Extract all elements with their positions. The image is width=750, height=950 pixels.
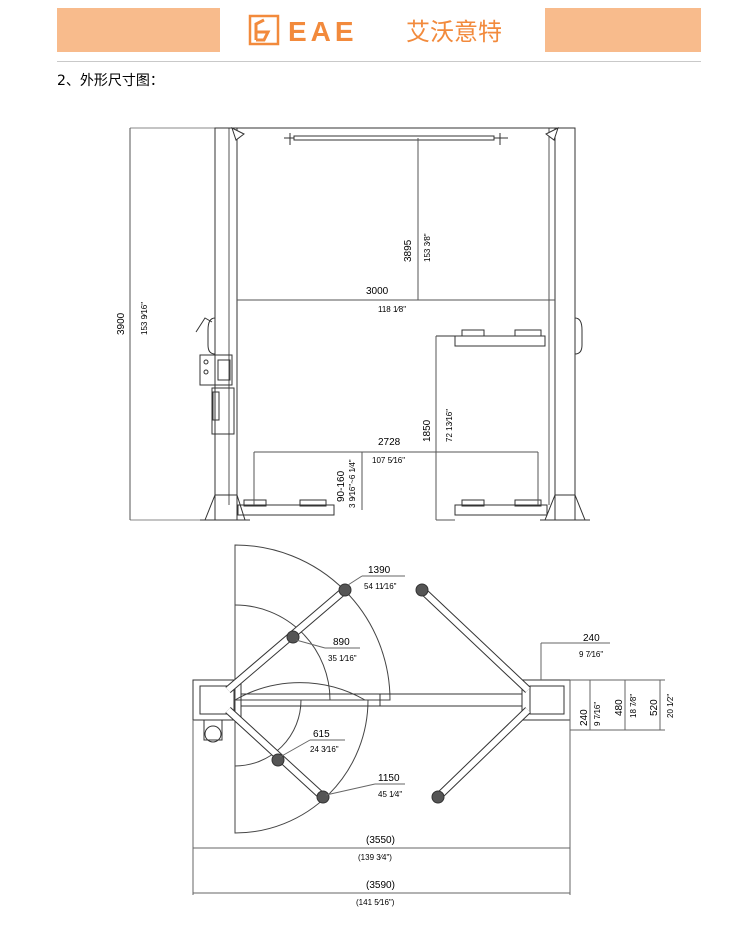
- top-crossbeam: [240, 693, 523, 707]
- label-arm-mid: 890: [333, 637, 350, 648]
- brand-cn: 艾沃意特: [406, 19, 502, 46]
- label-lift-height-in: 72 13⁄16": [445, 409, 454, 442]
- header-accent-left: [57, 8, 220, 52]
- label-width-outer: 3000: [366, 286, 389, 297]
- arm-raised-right: [454, 335, 546, 347]
- label-base-depth: 480: [614, 699, 625, 716]
- arm-upper-left: [225, 583, 352, 694]
- label-post-width-in: 9 7⁄16": [579, 650, 603, 659]
- label-base-total-in: 20 1⁄2": [666, 694, 675, 718]
- label-pad-height-in: 3 9⁄16"~6 1⁄4": [348, 459, 357, 508]
- label-width-inner-in: 107 5⁄16": [372, 456, 405, 465]
- label-height-clear-in: 153 3⁄8": [423, 233, 432, 262]
- label-height-clear: 3895: [403, 239, 414, 262]
- label-arm-long: 1390: [368, 565, 391, 576]
- control-box: [199, 354, 233, 386]
- right-post: [554, 127, 576, 521]
- label-base-total: 520: [649, 699, 660, 716]
- left-post: [214, 127, 238, 521]
- brand-latin: EAE: [288, 16, 358, 47]
- label-post-depth: 240: [579, 709, 590, 726]
- label-height-total: 3900: [116, 312, 127, 335]
- arm-low-right: [454, 504, 548, 516]
- label-arm-front-in: 45 1⁄4": [378, 790, 402, 799]
- label-height-total-in: 153 9⁄16": [140, 302, 149, 335]
- label-overall-1-in: (139 3⁄4"): [358, 853, 392, 862]
- arm-lower-right: [431, 707, 531, 804]
- label-post-depth-in: 9 7⁄16": [593, 702, 602, 726]
- brand-logo: EAE 艾沃意特: [248, 14, 502, 47]
- arm-lower-left: [225, 707, 330, 804]
- top-view: [192, 544, 665, 895]
- arm-low-left: [237, 504, 335, 516]
- label-post-width: 240: [583, 633, 600, 644]
- label-arm-short: 615: [313, 729, 330, 740]
- label-arm-front: 1150: [378, 773, 400, 784]
- label-arm-short-in: 24 3⁄16": [310, 745, 339, 754]
- label-overall-1: (3550): [366, 835, 395, 846]
- label-lift-height: 1850: [422, 419, 433, 442]
- logo-icon: [248, 14, 280, 46]
- overhead-switch-bar: [293, 135, 495, 141]
- header-divider: [57, 61, 701, 62]
- section-heading: 2、外形尺寸图：: [57, 73, 164, 89]
- label-pad-height: 90-160: [336, 470, 347, 502]
- motor-unit: [211, 387, 235, 435]
- label-width-inner: 2728: [378, 437, 401, 448]
- label-arm-long-in: 54 11⁄16": [364, 582, 397, 591]
- label-overall-2-in: (141 5⁄16"): [356, 898, 395, 907]
- front-view: [129, 127, 590, 521]
- header-accent-right: [545, 8, 701, 52]
- label-overall-2: (3590): [366, 880, 395, 891]
- label-base-depth-in: 18 7⁄8": [629, 694, 638, 718]
- label-width-outer-in: 118 1⁄8": [378, 305, 406, 314]
- arm-upper-right: [415, 583, 531, 693]
- label-arm-mid-in: 35 1⁄16": [328, 654, 357, 663]
